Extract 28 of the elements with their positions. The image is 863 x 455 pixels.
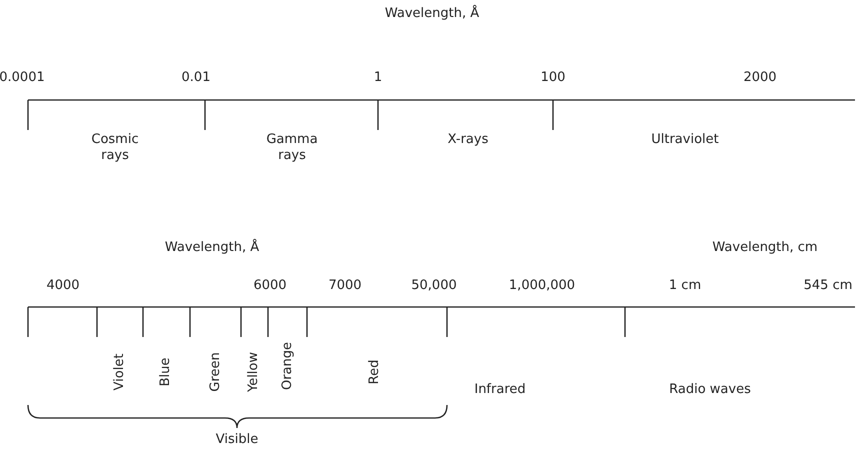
band-label: Green bbox=[208, 352, 224, 392]
tick-label: 7000 bbox=[328, 278, 362, 294]
band-label: Infrared bbox=[474, 382, 526, 398]
tick-label: 0.0001 bbox=[0, 70, 45, 86]
band-label: Red bbox=[367, 360, 383, 384]
tick-label: 100 bbox=[540, 70, 566, 86]
band-label: Cosmic rays bbox=[90, 132, 140, 164]
tick-label: 50,000 bbox=[411, 278, 457, 294]
band-label: Yellow bbox=[246, 352, 262, 392]
tick-label: 1 bbox=[374, 70, 382, 86]
tick-label: 1 cm bbox=[668, 278, 702, 294]
band-label: Violet bbox=[112, 354, 128, 390]
axis-title: Wavelength, Å bbox=[384, 6, 480, 22]
band-label: X-rays bbox=[448, 132, 488, 148]
band-label: Blue bbox=[158, 358, 174, 386]
tick-label: 6000 bbox=[253, 278, 287, 294]
axis-title: Wavelength, cm bbox=[712, 240, 818, 256]
band-label: Visible bbox=[216, 432, 258, 448]
tick-label: 1,000,000 bbox=[508, 278, 576, 294]
axis-title: Wavelength, Å bbox=[164, 240, 260, 256]
band-label: Radio waves bbox=[669, 382, 751, 398]
band-label: Gamma rays bbox=[265, 132, 319, 164]
band-label: Ultraviolet bbox=[651, 132, 719, 148]
band-label: Orange bbox=[280, 342, 296, 390]
tick-label: 4000 bbox=[46, 278, 80, 294]
tick-label: 2000 bbox=[743, 70, 777, 86]
tick-label: 0.01 bbox=[182, 70, 210, 86]
tick-label: 545 cm bbox=[804, 278, 852, 294]
